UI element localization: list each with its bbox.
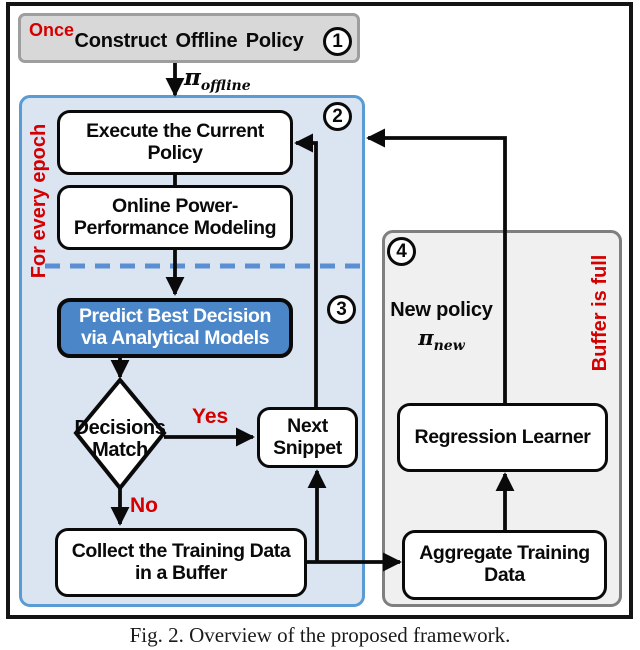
decisions-match-label: Decisions Match <box>74 417 166 461</box>
new-policy-label-group: New policy πnew <box>384 299 499 354</box>
execute-current-policy-box: Execute the Current Policy <box>57 110 293 175</box>
pi-offline-label: πoffline <box>184 64 251 94</box>
aggregate-training-data-box: Aggregate Training Data <box>402 530 607 600</box>
next-snippet-box: Next Snippet <box>257 407 358 468</box>
step-badge-2: 2 <box>323 102 352 131</box>
buffer-is-full-label: Buffer is full <box>589 254 611 372</box>
pi-new-label: πnew <box>418 325 465 354</box>
figure-caption: Fig. 2. Overview of the proposed framewo… <box>129 623 511 647</box>
step-badge-4: 4 <box>387 237 416 266</box>
predict-best-decision-box: Predict Best Decision via Analytical Mod… <box>57 298 293 358</box>
collect-training-data-box: Collect the Training Data in a Buffer <box>55 528 307 597</box>
for-every-epoch-label: For every epoch <box>28 123 50 279</box>
yes-edge-label: Yes <box>192 405 229 428</box>
construct-offline-policy-box: Once Construct Offline Policy <box>18 13 360 63</box>
once-tag: Once <box>29 20 75 40</box>
step-badge-3: 3 <box>327 295 356 324</box>
new-policy-label: New policy <box>390 299 493 321</box>
no-edge-label: No <box>130 494 158 517</box>
regression-learner-box: Regression Learner <box>397 403 608 472</box>
step-badge-1: 1 <box>323 27 352 56</box>
construct-offline-policy-label: Construct Offline Policy <box>74 29 304 52</box>
online-power-performance-modeling-box: Online Power- Performance Modeling <box>57 185 293 250</box>
